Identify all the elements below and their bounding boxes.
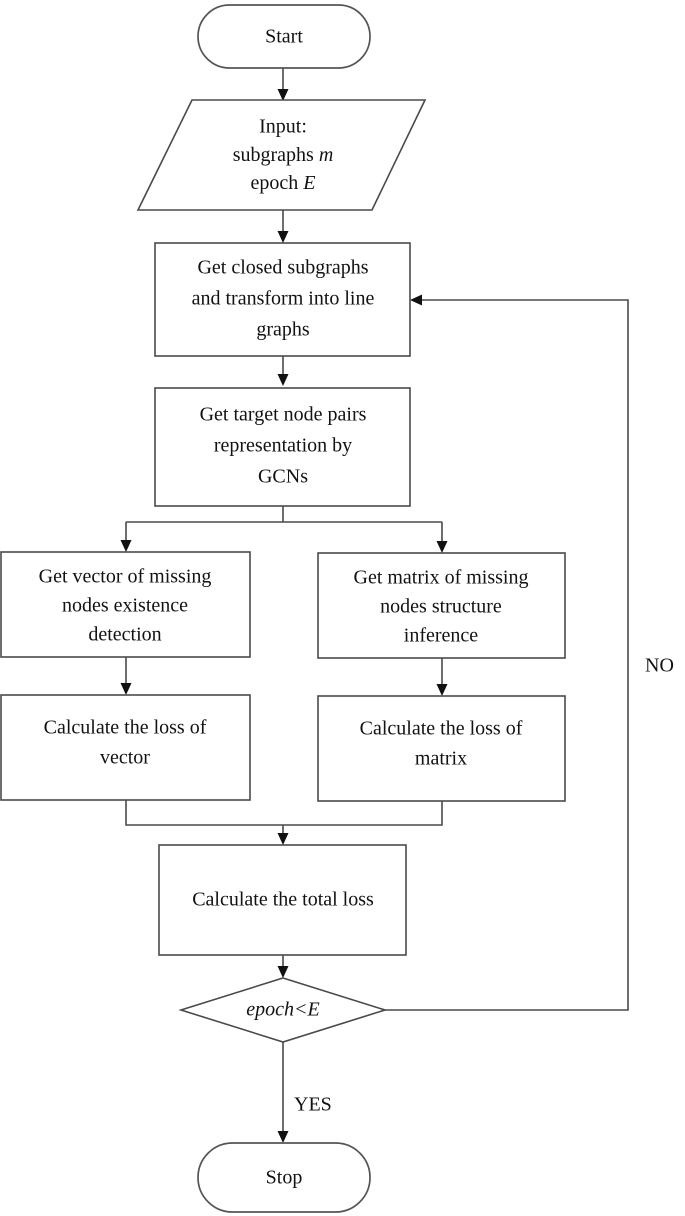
node-gcn[interactable]: Get target node pairs representation by … [154, 387, 411, 507]
closed-subgraphs-shape[interactable] [154, 242, 411, 357]
arrowhead [120, 683, 132, 695]
input-line1: Input: [259, 116, 307, 138]
edge-label-no: NO [645, 655, 674, 677]
matrix-infer-shape[interactable] [317, 552, 566, 659]
arrowhead [120, 540, 132, 552]
gcn-line2: representation by [214, 435, 352, 457]
loss-matrix-shape[interactable] [317, 695, 566, 802]
decision-shape[interactable] [178, 977, 388, 1043]
edge-label-yes: YES [294, 1094, 332, 1116]
input-line2-pre: subgraphs [233, 144, 319, 166]
start-shape[interactable] [197, 4, 371, 69]
edge-losses-merge-to-total-loss [125, 800, 443, 845]
matrix-infer-line1: Get matrix of missing [354, 567, 529, 589]
input-line3-pre: epoch [251, 172, 304, 194]
node-loss-matrix[interactable]: Calculate the loss of matrix [317, 695, 566, 802]
edge-total-loss-to-decision [277, 955, 289, 978]
arrowhead [410, 294, 422, 306]
stop-shape[interactable] [197, 1142, 371, 1213]
loss-matrix-line1: Calculate the loss of [360, 718, 523, 740]
closed-subgraphs-line3: graphs [256, 319, 310, 341]
edge-gcn-split [120, 506, 448, 553]
arrowhead [277, 1131, 289, 1143]
input-line2-italic: m [319, 144, 333, 166]
decision-label: epoch<E [246, 999, 319, 1021]
node-total-loss[interactable]: Calculate the total loss [158, 844, 407, 956]
loss-vector-line2: vector [100, 747, 150, 769]
start-label: Start [265, 26, 303, 48]
gcn-shape[interactable] [154, 387, 411, 507]
loss-vector-shape[interactable] [0, 694, 251, 801]
node-input[interactable]: Input: subgraphs m epoch E [136, 99, 427, 211]
arrowhead [436, 541, 448, 553]
arrowhead [277, 374, 289, 386]
node-matrix-infer[interactable]: Get matrix of missing nodes structure in… [317, 552, 566, 659]
loss-matrix-line2: matrix [415, 748, 467, 770]
vector-detect-shape[interactable] [0, 551, 251, 658]
edge-decision-no-loop-back [385, 294, 629, 1011]
gcn-line3: GCNs [258, 466, 308, 488]
total-loss-shape[interactable] [158, 844, 407, 956]
edge-start-to-input [277, 68, 289, 101]
vector-detect-line2: nodes existence [62, 595, 188, 617]
input-shape[interactable] [136, 99, 427, 211]
arrowhead [277, 231, 289, 243]
node-loss-vector[interactable]: Calculate the loss of vector [0, 694, 251, 801]
input-line2: subgraphs m [233, 144, 334, 166]
stop-label: Stop [266, 1167, 303, 1189]
edge-matrix-infer-to-loss-matrix [436, 658, 448, 696]
node-vector-detect[interactable]: Get vector of missing nodes existence de… [0, 551, 251, 658]
vector-detect-line3: detection [88, 624, 161, 646]
vector-detect-line1: Get vector of missing [39, 566, 212, 588]
input-line3: epoch E [251, 172, 316, 194]
edge-closed-subgraphs-to-gcn [277, 356, 289, 386]
gcn-line1: Get target node pairs [200, 404, 367, 426]
input-line3-italic: E [302, 172, 315, 194]
total-loss-line1: Calculate the total loss [192, 889, 374, 911]
matrix-infer-line2: nodes structure [380, 596, 502, 618]
loss-vector-line1: Calculate the loss of [44, 717, 207, 739]
matrix-infer-line3: inference [404, 625, 479, 647]
node-stop[interactable]: Stop [197, 1142, 371, 1213]
node-decision[interactable]: epoch<E [178, 977, 388, 1043]
arrowhead [277, 833, 289, 845]
closed-subgraphs-line1: Get closed subgraphs [197, 257, 368, 279]
edge-input-to-closed-subgraphs [277, 210, 289, 243]
edge-decision-yes-to-stop [277, 1042, 289, 1143]
node-closed-subgraphs[interactable]: Get closed subgraphs and transform into … [154, 242, 411, 357]
arrowhead [277, 966, 289, 978]
edge-vector-detect-to-loss-vector [120, 657, 132, 695]
arrowhead [436, 684, 448, 696]
closed-subgraphs-line2: and transform into line [192, 288, 375, 310]
arrowhead [277, 89, 289, 101]
node-start[interactable]: Start [197, 4, 371, 69]
